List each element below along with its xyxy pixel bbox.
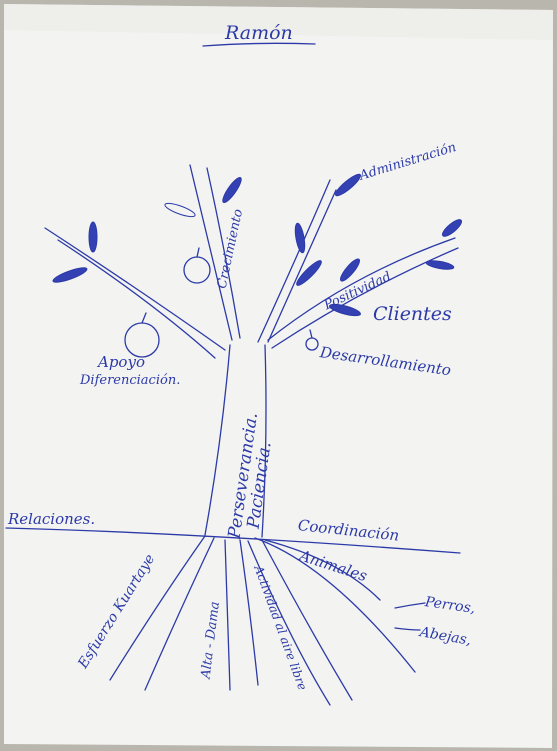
drawing-title: Ramón — [225, 24, 293, 43]
leaf — [89, 222, 97, 252]
label-support: Apoyo — [98, 355, 145, 370]
label-differentiation: Diferenciación. — [80, 374, 180, 387]
label-clients: Clientes — [373, 305, 452, 324]
root-label-relations: Relaciones. — [8, 512, 95, 527]
